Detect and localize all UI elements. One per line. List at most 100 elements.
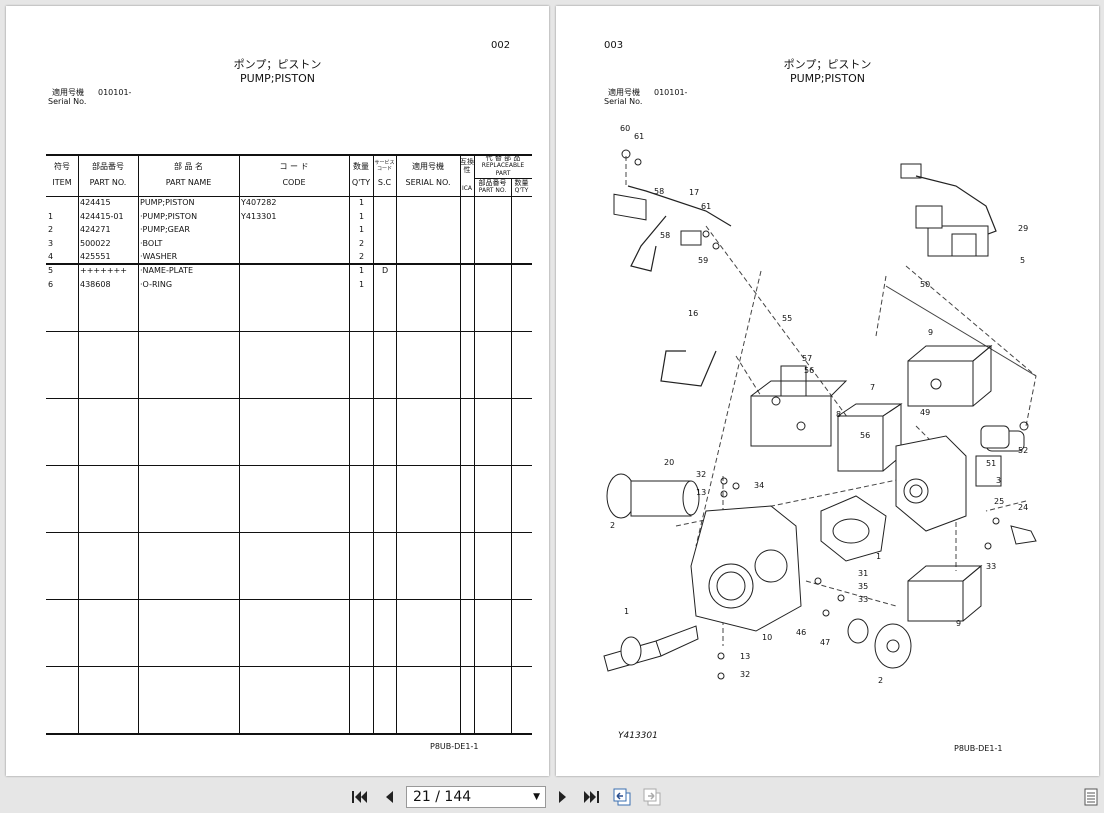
header-repl-jp: 代 替 部 品 xyxy=(485,154,521,162)
header-serial-jp: 適用号機 xyxy=(412,162,444,171)
header-ic: ICA xyxy=(461,185,473,192)
back-view-icon xyxy=(613,788,631,806)
cell-part-name: ·PUMP;PISTON xyxy=(140,212,198,221)
cell-sc: D xyxy=(382,266,389,275)
header-item: ITEM xyxy=(52,178,72,187)
header-part-name-jp: 部 品 名 xyxy=(173,162,204,171)
cell-qty: 1 xyxy=(359,280,365,289)
menu-button[interactable] xyxy=(1080,787,1102,807)
callout-number: 9 xyxy=(956,619,962,628)
callout-number: 13 xyxy=(696,488,707,497)
cell-qty: 1 xyxy=(359,212,365,221)
header-sc: S.C xyxy=(377,178,392,187)
last-page-button[interactable] xyxy=(581,787,603,807)
callout-number: 31 xyxy=(858,569,869,578)
serial-label-jp: 適用号機 xyxy=(52,88,84,97)
cell-code: Y413301 xyxy=(241,212,277,221)
back-view-button[interactable] xyxy=(611,787,633,807)
page-title-en: PUMP;PISTON xyxy=(240,72,315,85)
callout-number: 13 xyxy=(740,652,751,661)
callout-number: 57 xyxy=(802,354,813,363)
chevron-down-icon: ▼ xyxy=(533,792,540,802)
header-code: CODE xyxy=(282,178,306,187)
callout-number: 58 xyxy=(660,231,671,240)
cell-part-no: 438608 xyxy=(80,280,111,289)
cell-item: 3 xyxy=(48,239,54,248)
callout-number: 51 xyxy=(986,459,997,468)
cell-part-name: ·WASHER xyxy=(140,252,178,261)
callout-number: 20 xyxy=(664,458,675,467)
cell-part-name: ·BOLT xyxy=(140,239,163,248)
serial-label-jp: 適用号機 xyxy=(608,88,640,97)
callout-number: 46 xyxy=(796,628,807,637)
callout-number: 60 xyxy=(620,124,631,133)
cell-item: 6 xyxy=(48,280,54,289)
callout-number: 2 xyxy=(878,676,884,685)
callout-number: 3 xyxy=(996,476,1002,485)
callout-number: 29 xyxy=(1018,224,1029,233)
page-footer: P8UB-DE1-1 xyxy=(430,742,479,751)
header-part-no: PART NO. xyxy=(89,178,127,187)
callout-number: 7 xyxy=(870,383,876,392)
callout-number: 24 xyxy=(1018,503,1029,512)
drawing-code: Y413301 xyxy=(618,731,658,741)
cell-item: 4 xyxy=(48,252,54,261)
callout-number: 1 xyxy=(624,607,630,616)
cell-item: 1 xyxy=(48,212,54,221)
next-page-button[interactable] xyxy=(552,787,574,807)
viewer-toolbar: 21 / 144 ▼ xyxy=(0,781,1104,813)
callout-number: 1 xyxy=(876,552,882,561)
cell-item: 5 xyxy=(48,266,54,275)
cell-part-name: ·O-RING xyxy=(140,280,173,289)
header-sc-jp: サービスコード xyxy=(374,160,395,172)
page-title-jp: ポンプ；ピストン xyxy=(783,58,872,71)
cell-part-no: 425551 xyxy=(80,252,111,261)
header-repl-part-jp: 部品番号 xyxy=(478,179,507,187)
cell-part-name: ·NAME-PLATE xyxy=(140,266,194,275)
callout-number: 16 xyxy=(688,309,699,318)
callout-number: 49 xyxy=(920,408,931,417)
right-document-page: 003 ポンプ；ピストン PUMP;PISTON 適用号機 010101- Se… xyxy=(556,6,1099,776)
callout-number: 56 xyxy=(804,366,815,375)
last-page-icon xyxy=(584,791,599,803)
page-select[interactable]: 21 / 144 ▼ xyxy=(406,786,546,808)
exploded-parts-diagram xyxy=(603,149,1037,680)
callout-number: 33 xyxy=(858,595,869,604)
cell-part-name: ·PUMP;GEAR xyxy=(140,225,190,234)
callout-number: 61 xyxy=(701,202,712,211)
page-title-en: PUMP;PISTON xyxy=(790,72,865,85)
cell-qty: 1 xyxy=(359,225,365,234)
callout-number: 2 xyxy=(610,521,616,530)
page-number: 003 xyxy=(604,40,624,51)
header-ic-jp: 互換性 xyxy=(460,158,474,174)
prev-page-button[interactable] xyxy=(378,787,400,807)
callout-number: 8 xyxy=(836,410,842,419)
header-repl-qty: Q'TY xyxy=(514,187,529,194)
callout-number: 50 xyxy=(920,280,931,289)
cell-part-no: 424271 xyxy=(80,225,111,234)
menu-icon xyxy=(1084,788,1098,806)
left-document-page: 002 ポンプ；ピストン PUMP;PISTON 適用号機 010101- Se… xyxy=(6,6,549,776)
first-page-icon xyxy=(352,791,367,803)
callout-number: 59 xyxy=(698,256,709,265)
serial-value: 010101- xyxy=(98,88,132,97)
prev-page-icon xyxy=(386,791,393,803)
forward-view-icon xyxy=(643,788,661,806)
first-page-button[interactable] xyxy=(348,787,370,807)
callout-number: 35 xyxy=(858,582,869,591)
page-title-jp: ポンプ；ピストン xyxy=(233,58,322,71)
callout-number: 55 xyxy=(782,314,793,323)
callout-number: 33 xyxy=(986,562,997,571)
forward-view-button[interactable] xyxy=(641,787,663,807)
callout-number: 10 xyxy=(762,633,773,642)
cell-qty: 2 xyxy=(359,252,365,261)
callout-number: 17 xyxy=(689,188,700,197)
cell-code: Y407282 xyxy=(241,198,277,207)
serial-label-en: Serial No. xyxy=(604,97,643,106)
header-item-jp: 符号 xyxy=(54,162,70,171)
cell-item: 2 xyxy=(48,225,54,234)
cell-part-no: 424415-01 xyxy=(80,212,124,221)
page-indicator: 21 / 144 xyxy=(413,789,472,805)
serial-value: 010101- xyxy=(654,88,688,97)
cell-part-no: 424415 xyxy=(80,198,111,207)
